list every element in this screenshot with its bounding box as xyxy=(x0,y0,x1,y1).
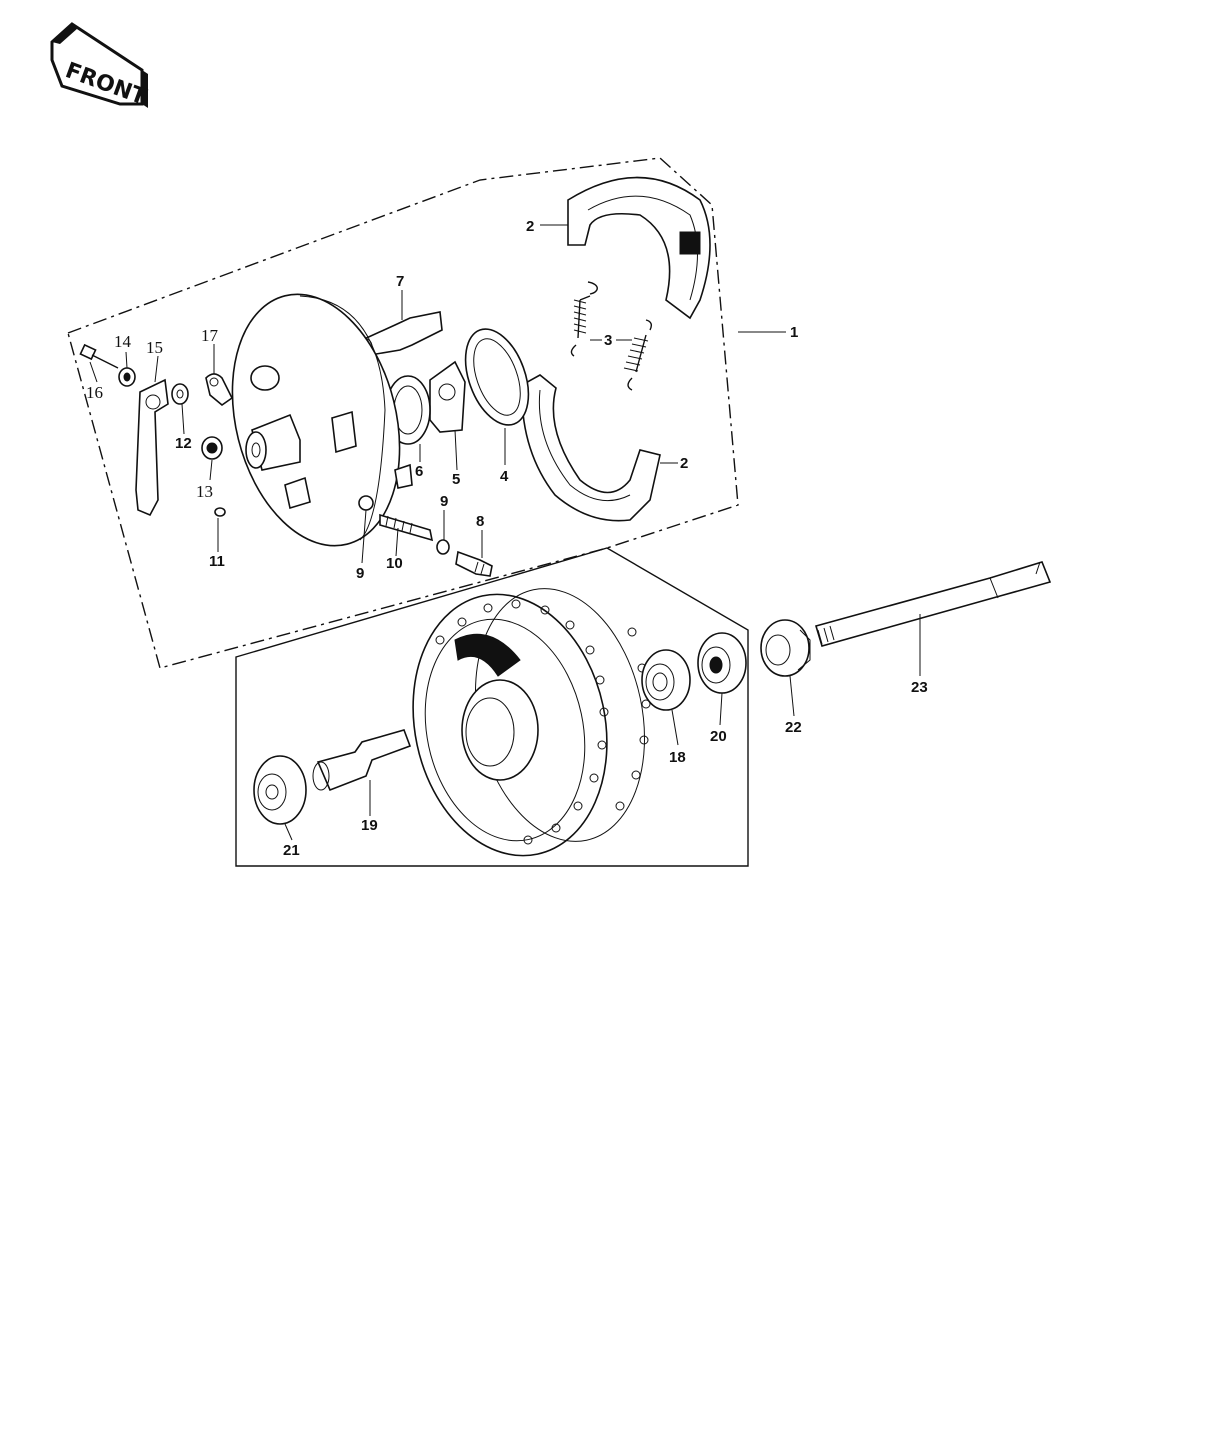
brake-panel xyxy=(231,293,413,547)
axle-collar-22 xyxy=(760,619,811,677)
label-9-left: 9 xyxy=(356,565,364,582)
front-arrow-badge: FRONT xyxy=(50,22,150,110)
label-17: 17 xyxy=(201,326,219,345)
distance-collar-19 xyxy=(312,729,412,792)
bearing-18 xyxy=(641,649,691,711)
hub-assembly-boundary xyxy=(235,547,749,867)
grease-fitting xyxy=(455,550,493,577)
return-spring-left xyxy=(570,281,598,357)
label-9-right: 9 xyxy=(440,493,448,510)
label-23: 23 xyxy=(911,679,928,696)
label-15: 15 xyxy=(146,338,163,357)
label-6: 6 xyxy=(415,463,423,480)
brake-shoe-upper xyxy=(567,176,711,320)
wheel-hub xyxy=(412,588,651,857)
washer-12 xyxy=(171,383,189,405)
label-20: 20 xyxy=(710,728,727,745)
part-labels: 1 2 2 3 4 5 6 7 8 9 9 10 11 12 13 14 15 … xyxy=(86,218,928,859)
dust-seal-ring xyxy=(464,328,530,426)
label-5: 5 xyxy=(452,471,460,488)
label-22: 22 xyxy=(785,719,802,736)
label-16: 16 xyxy=(86,383,103,402)
label-2-lower: 2 xyxy=(680,455,688,472)
brake-lever xyxy=(135,378,169,517)
label-13: 13 xyxy=(196,482,213,501)
bearing-21 xyxy=(253,755,307,825)
label-4: 4 xyxy=(500,468,509,485)
label-1: 1 xyxy=(790,324,798,341)
label-8: 8 xyxy=(476,513,484,530)
label-11: 11 xyxy=(209,553,225,570)
label-21: 21 xyxy=(283,842,300,859)
label-14: 14 xyxy=(114,332,132,351)
return-spring-right xyxy=(623,319,653,391)
brake-assembly-boundary xyxy=(67,157,739,669)
label-2-upper: 2 xyxy=(526,218,534,235)
indicator-plate xyxy=(429,360,466,433)
label-7: 7 xyxy=(396,273,404,290)
label-3: 3 xyxy=(604,332,612,349)
label-12: 12 xyxy=(175,435,192,452)
label-18: 18 xyxy=(669,749,686,766)
pivot-pin-10 xyxy=(379,513,434,542)
nut-13 xyxy=(201,436,223,460)
pin-11 xyxy=(214,507,226,517)
lever-washer-14 xyxy=(118,367,136,387)
front-axle xyxy=(814,561,1052,647)
lever-bolt xyxy=(79,343,119,369)
oil-seal-20 xyxy=(697,632,747,694)
wear-indicator xyxy=(205,373,234,407)
washer-9-right xyxy=(436,539,450,555)
leader-lines xyxy=(89,224,921,841)
label-10: 10 xyxy=(386,555,403,572)
brake-shoe-lower xyxy=(521,374,661,522)
label-19: 19 xyxy=(361,817,378,834)
